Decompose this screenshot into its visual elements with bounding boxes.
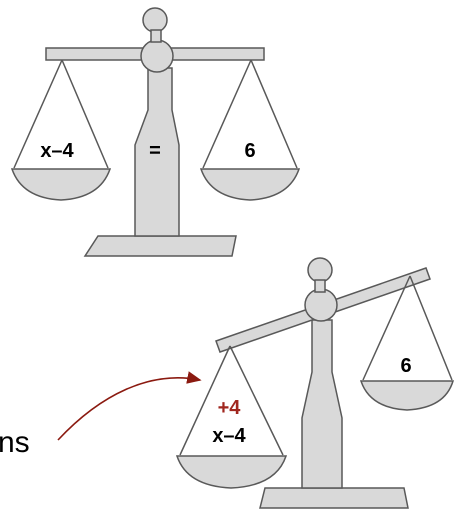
tilted-scale-left-pan xyxy=(175,345,288,489)
balanced-scale-right-pan xyxy=(199,59,301,201)
balanced-scale-post xyxy=(134,67,180,237)
partial-text: ns xyxy=(0,426,30,459)
balanced-scale-knob xyxy=(142,7,168,33)
tilted-scale-base xyxy=(259,487,409,509)
tilted-right-label: 6 xyxy=(400,355,411,377)
equals-sign: = xyxy=(149,140,161,162)
added-term-label: +4 xyxy=(218,397,242,419)
balanced-scale-pivot xyxy=(140,39,174,73)
tilted-scale-pivot xyxy=(304,288,338,322)
curved-arrow xyxy=(57,371,202,441)
balanced-scale-base xyxy=(83,235,237,257)
tilted-scale-right-pan xyxy=(359,275,454,411)
tilted-scale-post xyxy=(301,319,343,489)
tilted-left-label: x–4 xyxy=(212,425,246,447)
tilted-scale: +4 x–4 6 xyxy=(175,257,454,509)
balanced-right-label: 6 xyxy=(244,140,255,162)
balanced-scale-left-pan xyxy=(10,59,112,201)
balanced-left-label: x–4 xyxy=(40,140,74,162)
balanced-scale: x–4 = 6 xyxy=(10,7,301,257)
tilted-scale-knob xyxy=(307,257,333,283)
